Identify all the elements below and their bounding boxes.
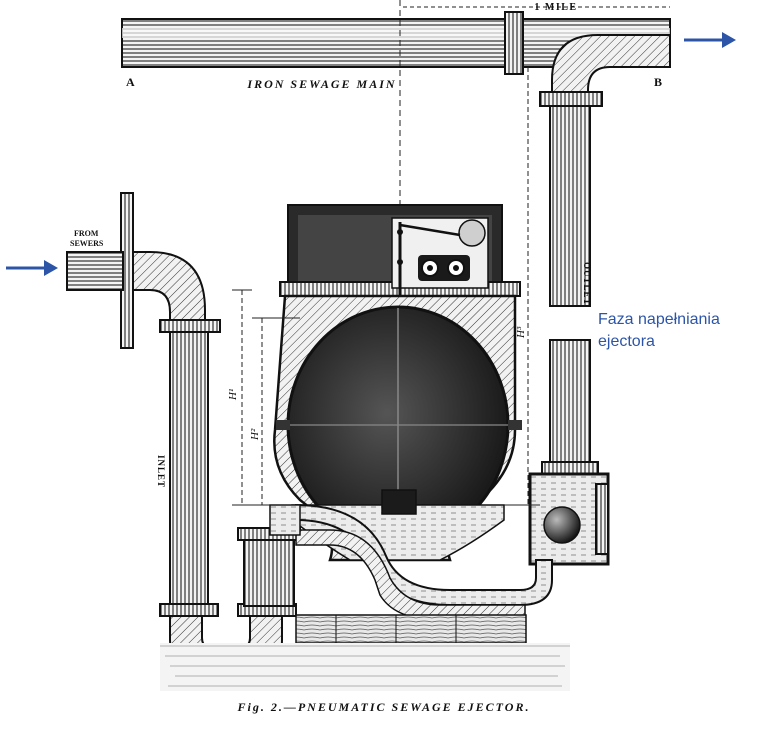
from-sewers-label-1: FROM xyxy=(74,229,99,238)
from-sewers-label-2: SEWERS xyxy=(70,239,104,248)
outlet-pipe-lower xyxy=(549,339,591,471)
inlet-valve-chamber xyxy=(237,527,301,607)
outlet-label: OUTLET xyxy=(582,262,592,306)
inflow-arrow xyxy=(6,260,58,276)
inlet-label: INLET xyxy=(156,455,166,488)
point-b-label: B xyxy=(654,75,662,89)
figure-caption: Fig. 2.—PNEUMATIC SEWAGE EJECTOR. xyxy=(237,700,531,714)
h3-label: H³ xyxy=(515,326,527,339)
outlet-pipe-upper xyxy=(549,105,591,307)
filling-phase-line-1: Faza napełniania xyxy=(598,311,720,328)
ejector-body-shell xyxy=(273,294,517,562)
main-coupling xyxy=(504,11,524,75)
check-valve xyxy=(528,472,610,566)
check-valve-ball xyxy=(543,506,581,544)
h1-label: H¹ xyxy=(227,389,239,401)
discharge-channel xyxy=(295,503,553,621)
dimension-h3 xyxy=(504,67,540,506)
h2-label: H² xyxy=(249,428,261,441)
filling-phase-note: Faza napełniania ejectora xyxy=(598,309,766,353)
dimension-h2 xyxy=(252,317,300,505)
from-sewers-pipe xyxy=(66,251,124,291)
float-mechanism xyxy=(391,217,489,300)
filling-phase-line-2: ejectora xyxy=(598,333,655,350)
outlet-elbow xyxy=(539,34,671,107)
inlet-pipe xyxy=(169,331,209,613)
main-title-label: IRON SEWAGE MAIN xyxy=(246,77,396,91)
outflow-arrow xyxy=(684,32,736,48)
point-a-label: A xyxy=(126,75,135,89)
dimension-h1 xyxy=(232,289,300,506)
distance-label: 1 MILE xyxy=(534,2,577,13)
ejector-base xyxy=(160,614,570,691)
inlet-elbow xyxy=(132,251,221,333)
